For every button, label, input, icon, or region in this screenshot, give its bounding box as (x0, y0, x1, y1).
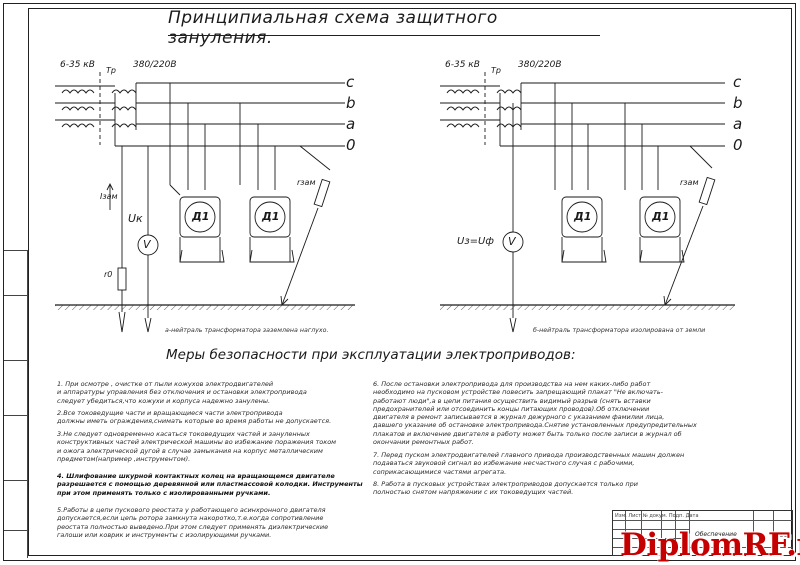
left-meter-symbol: V (143, 238, 151, 251)
left-ground-resistor-label: r0 (104, 270, 113, 279)
measure-paragraph: 3.Не следует одновременно касаться токов… (57, 430, 337, 463)
title-block-sheet: 11 (779, 531, 788, 539)
left-voltage-label: Uк (128, 212, 143, 225)
measure-paragraph: 5.Работы в цепи пускового реостата у раб… (57, 506, 329, 539)
right-transformer-label: Тр (491, 66, 501, 75)
right-motor-2-label: Д1 (652, 210, 670, 223)
measures-title: Меры безопасности при эксплуатации элект… (166, 347, 576, 363)
left-stamp-column (4, 250, 28, 558)
left-transformer-label: Тр (106, 66, 116, 75)
right-phase-b: b (733, 94, 743, 112)
right-phase-0: 0 (733, 136, 743, 154)
left-lv-voltage: 380/220В (133, 60, 177, 70)
left-motor-2-label: Д1 (262, 210, 280, 223)
left-phase-c: c (346, 73, 355, 91)
left-schematic (55, 72, 355, 333)
right-hv-voltage: 6-35 кВ (445, 60, 480, 70)
measure-paragraph: 1. При осмотре , очистке от пыли кожухов… (57, 380, 307, 405)
left-phase-b: b (346, 94, 356, 112)
left-caption: а-нейтраль трансформатора заземлена нагл… (165, 327, 329, 334)
right-motor-1-label: Д1 (574, 210, 592, 223)
right-phase-a: a (733, 115, 743, 133)
left-phase-a: a (346, 115, 356, 133)
measure-paragraph: 2.Все токоведущие части и вращающиеся ча… (57, 409, 332, 426)
measure-paragraph: 7. Перед пуском электродвигателей главно… (373, 451, 685, 476)
right-lv-voltage: 380/220В (518, 60, 562, 70)
inner-frame (28, 8, 792, 556)
title-block-header: Изм. Лист № докум. Подп. Дата (615, 513, 699, 519)
right-transformer-coils (446, 89, 522, 128)
left-transformer-coils (61, 89, 137, 128)
title-block: Изм. Лист № докум. Подп. Дата Обеспечени… (612, 510, 793, 556)
measure-paragraph: 8. Работа в пусковых устройствах электро… (373, 480, 638, 497)
right-schematic (440, 72, 735, 333)
right-fault-resistor-label: rзам (680, 178, 699, 187)
left-hv-voltage: 6-35 кВ (60, 60, 95, 70)
right-phase-c: c (733, 73, 742, 91)
left-current-label: Iзам (100, 192, 118, 201)
right-voltage-label: Uз=Uф (457, 236, 494, 247)
left-fault-resistor-label: rзам (297, 178, 316, 187)
title-underline (168, 35, 600, 36)
outer-frame (3, 3, 796, 561)
left-motor-1-label: Д1 (192, 210, 210, 223)
right-meter-symbol: V (508, 235, 516, 248)
schematic-drawing (55, 72, 735, 333)
left-phase-0: 0 (346, 136, 356, 154)
right-caption: б-нейтраль трансформатора изолирована от… (533, 327, 706, 334)
measure-paragraph: 6. После остановки электропривода для пр… (373, 380, 697, 447)
watermark: DiplomRF.ru (620, 527, 800, 563)
title-block-name: Обеспечение (695, 531, 737, 538)
page-title: Принципиальная схема защитного зануления… (168, 8, 498, 48)
measure-paragraph-bold: 4. Шлифование шкурной контактных колец н… (57, 472, 363, 497)
